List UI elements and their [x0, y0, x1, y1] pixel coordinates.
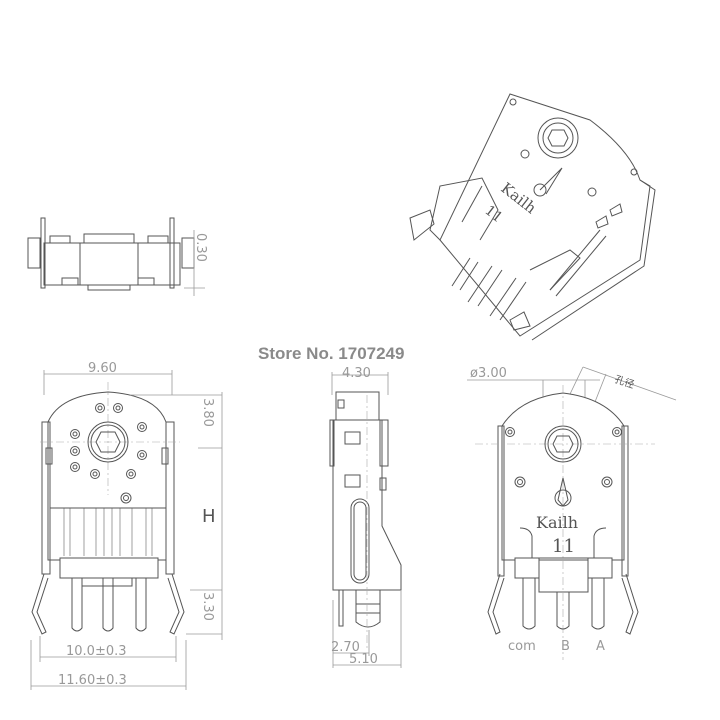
- front-ribs: [50, 507, 166, 556]
- isometric-view: Kailh 11: [409, 93, 656, 341]
- store-watermark: Store No. 1707249: [258, 344, 405, 363]
- dim-front-height: H: [202, 506, 216, 527]
- shaft-hole-note: 孔径: [613, 372, 636, 391]
- pin-label-a: A: [596, 639, 605, 654]
- dim-shaft-hole: ø3.00: [470, 366, 507, 381]
- dim-side-pin-offset: 2.70: [331, 640, 360, 655]
- dim-top-thickness: 0.30: [193, 233, 208, 262]
- dim-front-pin-span: 10.0±0.3: [66, 644, 127, 659]
- front-pins: [31, 573, 185, 635]
- pin-label-com: com: [508, 639, 536, 654]
- side-view: 4.30 2.70 5.10: [329, 366, 402, 668]
- dim-front-pin-length: 3.30: [200, 592, 215, 621]
- brand-rear: Kailh: [536, 513, 578, 532]
- pin-label-b: B: [561, 639, 570, 654]
- dim-side-width: 4.30: [342, 366, 371, 381]
- rear-view: ø3.00 孔径 Kailh 11 com B A: [467, 366, 677, 660]
- dim-front-total-width: 11.60±0.3: [58, 673, 127, 688]
- rear-pins: [487, 573, 639, 635]
- model-rear: 11: [552, 536, 575, 557]
- top-view: 0.30: [27, 217, 208, 296]
- dim-front-top-height: 3.80: [200, 398, 215, 427]
- dim-side-total-depth: 5.10: [349, 652, 378, 667]
- mount-holes: [70, 403, 147, 504]
- dim-front-width: 9.60: [88, 361, 117, 376]
- front-view: 9.60: [30, 361, 223, 690]
